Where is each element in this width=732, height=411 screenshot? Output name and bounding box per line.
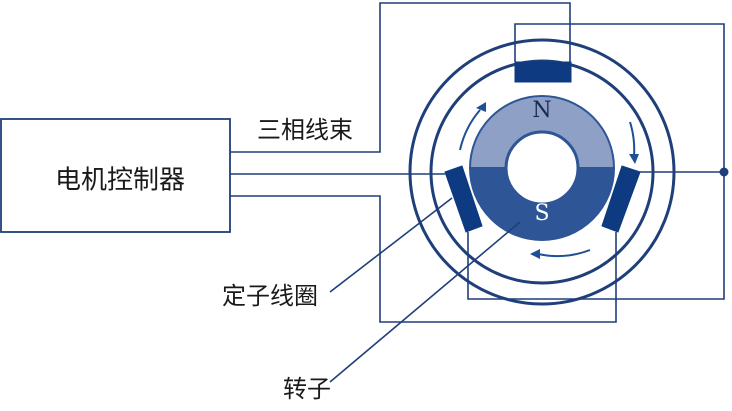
stator-coil-top (514, 61, 572, 83)
rotation-arrow-right (629, 121, 636, 157)
stator-coil-label: 定子线圈 (222, 282, 318, 310)
stator-inner-ring (429, 59, 655, 285)
harness-label: 三相线束 (257, 116, 353, 144)
neutral-junction-dot (719, 167, 729, 177)
rotation-arrows (459, 102, 639, 259)
pole-label-north: N (532, 98, 551, 123)
stator-coil-left (444, 165, 483, 233)
rotation-arrow-bottom (537, 249, 591, 257)
rotor-shaft-hole (504, 130, 580, 206)
rotor: N S (468, 95, 616, 241)
rotation-arrowhead-bottom (530, 249, 540, 259)
phase-wire-top (230, 2, 571, 153)
controller-label: 电机控制器 (55, 166, 185, 196)
stator-coil-leader (329, 197, 453, 293)
stator-coil-right (601, 165, 641, 233)
rotor-leader (329, 221, 521, 383)
neutral-bus (467, 23, 725, 300)
rotation-arrowhead-right (629, 154, 639, 164)
rotation-arrow-left (459, 109, 481, 151)
phase-wire-bottom (230, 195, 617, 323)
rotation-arrowhead-left (476, 102, 486, 112)
stator-outer-ring (408, 38, 676, 306)
pole-label-south: S (534, 201, 549, 226)
rotor-label: 转子 (283, 375, 331, 403)
controller-box (0, 118, 231, 233)
